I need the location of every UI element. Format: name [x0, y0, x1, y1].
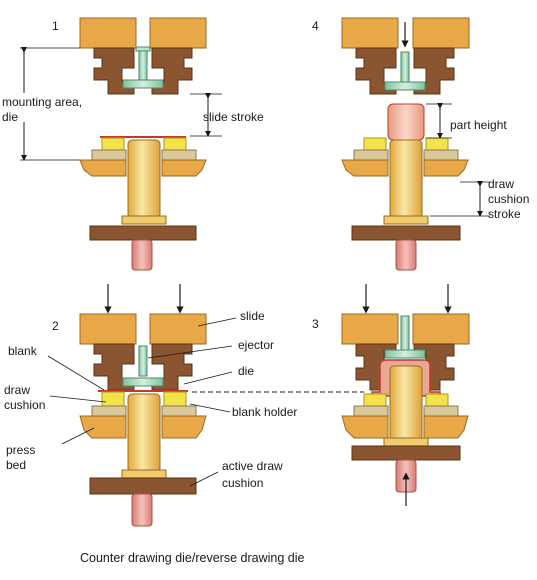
slide-block-right — [149, 313, 207, 345]
press-bed-right — [161, 159, 207, 177]
cushion-rod — [131, 493, 153, 527]
blank-leader — [47, 355, 105, 391]
blank-holder-left — [353, 149, 389, 161]
figure-caption: Counter drawing die/reverse drawing die — [80, 551, 304, 565]
press-bed-left — [341, 159, 389, 177]
slide-stroke-label: slide stroke — [203, 110, 264, 124]
slide-leader — [197, 317, 237, 327]
die-label: die — [238, 364, 254, 378]
press-bed-label-1: press — [6, 443, 35, 457]
cushion-pin-left — [363, 137, 387, 151]
drawn-part — [387, 103, 425, 141]
ejector-head — [135, 46, 151, 52]
cushion-stroke-label-2: cushion — [488, 192, 529, 206]
cushion-pin-left — [101, 391, 125, 407]
blank-holder-right — [423, 149, 459, 161]
cushion-plate — [351, 445, 461, 461]
ejector-leader — [147, 345, 233, 359]
press-bed-right — [161, 415, 207, 439]
slide-block-left — [341, 313, 399, 345]
press-bed-left — [79, 415, 127, 439]
cushion-stroke-label-1: draw — [488, 177, 514, 191]
cushion-pin-right — [163, 137, 187, 151]
panel-number-3: 3 — [312, 317, 319, 331]
ejector-stem — [138, 345, 148, 377]
ejector-label: ejector — [238, 338, 274, 352]
blank — [98, 390, 188, 392]
ejector-stem — [138, 49, 148, 81]
punch-base — [383, 215, 429, 225]
cushion-pin-right — [163, 391, 187, 407]
mounting-area-label: mounting area, — [2, 95, 82, 109]
ejector-stem — [400, 315, 410, 351]
active-cushion-leader — [189, 471, 219, 487]
blank-holder-right — [161, 405, 197, 417]
panel-3: 3 — [312, 284, 470, 506]
blank-holder-right — [423, 405, 459, 417]
press-bed-right — [423, 415, 469, 439]
die-leader — [183, 371, 233, 385]
press-bed-label-2: bed — [6, 458, 26, 472]
blank-holder-right — [161, 149, 197, 161]
slide-block-left — [341, 17, 399, 49]
draw-cushion-leader — [49, 395, 107, 403]
blank-holder-leader — [189, 403, 231, 413]
blank-label: blank — [8, 344, 38, 358]
blank-holder-left — [353, 405, 389, 417]
blank-holder-left — [91, 149, 127, 161]
punch — [389, 365, 423, 441]
panel-1: 1 mounting area, die — [2, 17, 264, 271]
panel-number-4: 4 — [312, 19, 319, 33]
cushion-plate — [89, 225, 197, 241]
ejector-plate — [122, 377, 164, 387]
slide-block-right — [412, 17, 470, 49]
press-bed-leader — [61, 427, 95, 445]
panel-number-2: 2 — [52, 319, 59, 333]
slide-block-right — [149, 17, 207, 49]
slide-label: slide — [240, 309, 265, 323]
ejector-plate — [384, 81, 426, 91]
panel-2: 2 slide ejector blank die draw cushion — [4, 284, 297, 527]
blank-holder-left — [91, 405, 127, 417]
cushion-pin-left — [101, 137, 125, 151]
punch — [127, 393, 161, 473]
ejector-plate — [122, 79, 164, 89]
mounting-area-label-2: die — [2, 110, 18, 124]
draw-cushion-label-2: cushion — [4, 398, 45, 412]
press-bed-left — [341, 415, 389, 439]
cushion-rod — [131, 239, 153, 271]
slide-block-right — [412, 313, 470, 345]
cushion-pin-right — [425, 393, 449, 407]
cushion-rod — [395, 239, 417, 271]
part-height-label: part height — [450, 118, 507, 132]
punch-base — [121, 215, 167, 225]
punch — [389, 139, 423, 219]
cushion-plate — [351, 225, 461, 241]
panel-4: 4 part height draw cushion stroke — [312, 17, 529, 271]
punch-base — [383, 437, 429, 447]
die-right — [413, 343, 455, 391]
draw-cushion-label-1: draw — [4, 383, 30, 397]
press-bed-right — [423, 159, 469, 177]
ejector-plate — [384, 349, 426, 359]
active-cushion-label-2: cushion — [222, 476, 263, 490]
cushion-plate — [89, 477, 197, 495]
slide-block-left — [79, 17, 137, 49]
press-bed-left — [79, 159, 127, 177]
blank — [100, 136, 186, 138]
cushion-pin-left — [363, 393, 387, 407]
panel-number-1: 1 — [52, 19, 59, 33]
slide-block-left — [79, 313, 137, 345]
punch-base — [121, 469, 167, 479]
punch — [127, 139, 161, 219]
active-cushion-label-1: active draw — [222, 459, 283, 473]
blank-holder-label: blank holder — [232, 405, 297, 419]
ejector-stem — [400, 51, 410, 83]
cushion-stroke-label-3: stroke — [488, 207, 521, 221]
cushion-pin-right — [425, 137, 449, 151]
